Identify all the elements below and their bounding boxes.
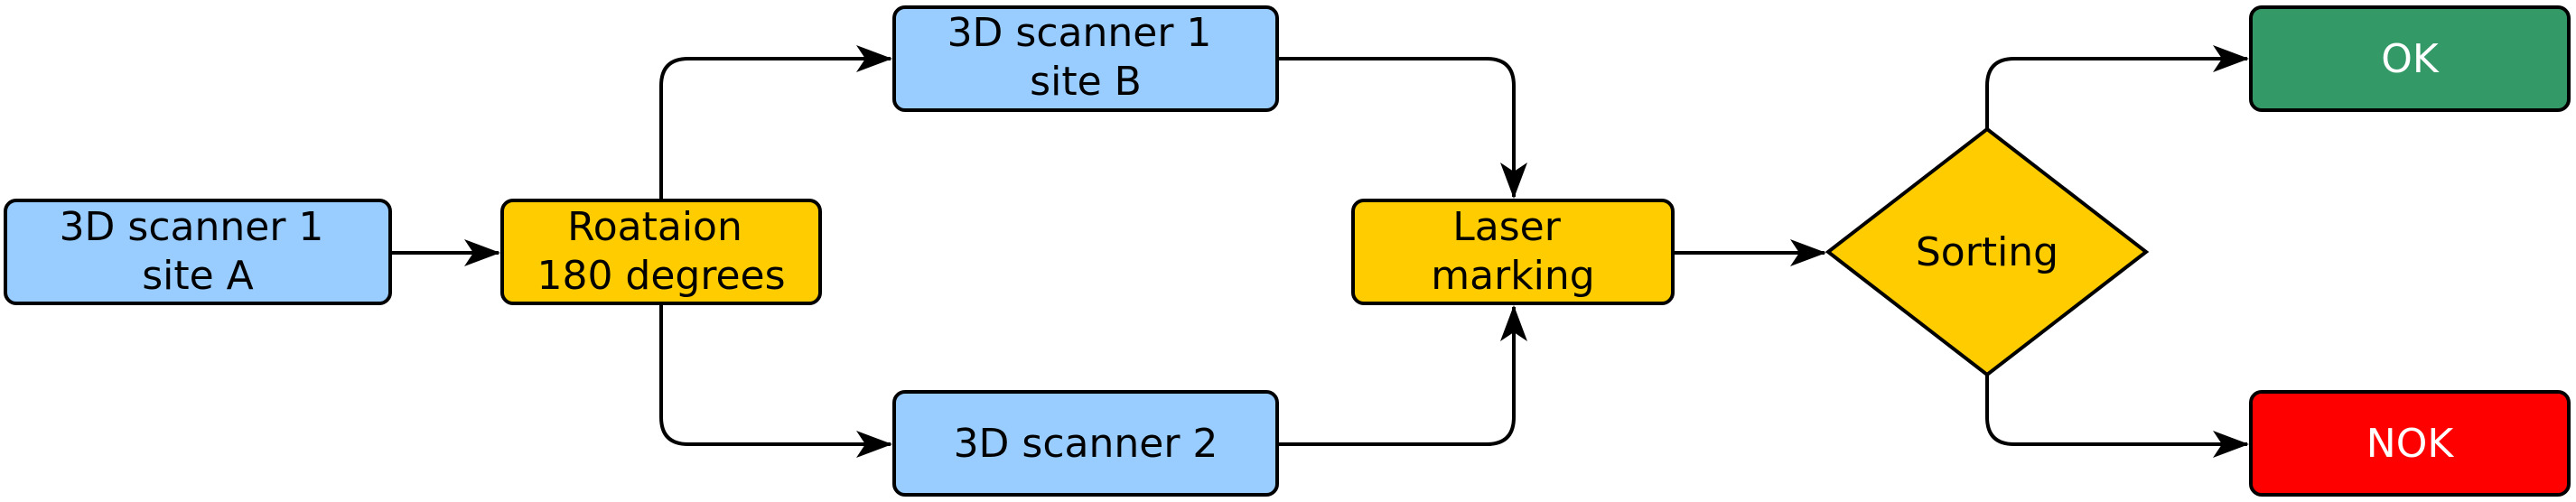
rotation-box (500, 199, 822, 305)
scanner-b-label: 3D scanner 1 site B (947, 10, 1225, 105)
ok-line1: OK (2381, 36, 2440, 82)
node-scanner-a: 3D scanner 1 site A (4, 199, 392, 305)
laser-line1: Laser (1452, 204, 1561, 250)
scanner-a-label: 3D scanner 1 site A (60, 204, 337, 299)
laser-line2: marking (1431, 253, 1594, 299)
scanner-b-line1: 3D scanner 1 (947, 10, 1212, 56)
rotation-line2: 180 degrees (537, 253, 785, 299)
scanner-b-line2: site B (1030, 59, 1142, 105)
scanner-2-label: 3D scanner 2 (954, 421, 1218, 467)
scanner-a-line1: 3D scanner 1 (60, 204, 324, 250)
edge-sorting-to-nok (1985, 375, 2249, 458)
scanner-2-box (892, 390, 1279, 497)
sorting-label: Sorting (1916, 229, 2058, 275)
edge-rotation-to-scanner-2 (659, 305, 892, 458)
node-laser-marking: Laser marking (1351, 199, 1675, 305)
scanner-2-line1: 3D scanner 2 (954, 421, 1218, 467)
edge-rotation-to-scanner-b (659, 45, 892, 199)
nok-line1: NOK (2366, 421, 2455, 467)
edge-scanner-b-to-laser (1277, 57, 1527, 199)
node-ok: OK (2249, 5, 2571, 112)
sorting-diamond (1825, 126, 2150, 377)
ok-label: OK (2381, 36, 2440, 82)
node-scanner-2: 3D scanner 2 (892, 390, 1279, 497)
nok-box (2249, 390, 2571, 497)
edge-scanner-2-to-laser (1277, 305, 1527, 446)
node-sorting: Sorting (1825, 126, 2150, 377)
scanner-b-box (892, 5, 1279, 112)
edge-sorting-to-ok (1985, 45, 2249, 129)
node-rotation: Roataion 180 degrees (500, 199, 822, 305)
nok-label: NOK (2366, 421, 2455, 467)
scanner-a-box (4, 199, 392, 305)
node-nok: NOK (2249, 390, 2571, 497)
node-scanner-b: 3D scanner 1 site B (892, 5, 1279, 112)
laser-label: Laser marking (1431, 204, 1594, 299)
rotation-label: Roataion 180 degrees (537, 204, 785, 299)
rotation-line1: Roataion (567, 204, 742, 250)
edges (390, 45, 2249, 458)
sorting-line1: Sorting (1916, 229, 2058, 275)
laser-box (1351, 199, 1675, 305)
scanner-a-line2: site A (142, 253, 254, 299)
ok-box (2249, 5, 2571, 112)
